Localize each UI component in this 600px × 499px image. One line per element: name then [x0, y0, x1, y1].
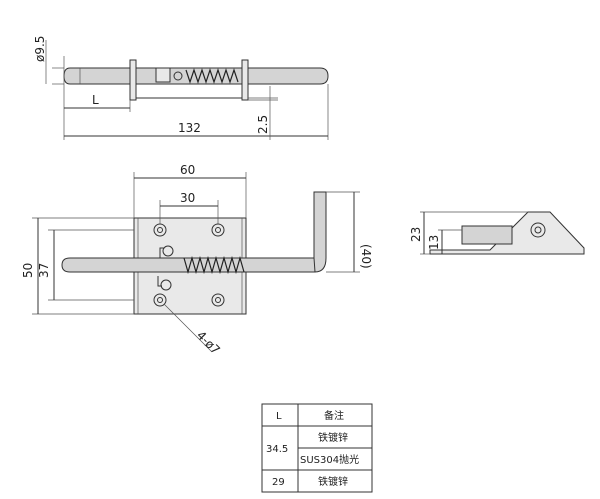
front-handle	[313, 191, 327, 273]
front-spring	[183, 255, 245, 275]
spec-table: L 备注 34.5 铁镀锌 SUS304抛光 29 铁镀锌	[261, 403, 373, 493]
table-row-note: SUS304抛光	[300, 453, 359, 466]
hole-span-label: 30	[180, 191, 195, 205]
top-view: ø9.5 L 132 2.5	[33, 36, 329, 140]
handle-height-label: (40)	[359, 244, 373, 269]
hole-leader	[163, 303, 213, 353]
table-header-l: L	[276, 411, 282, 422]
front-rod	[61, 257, 316, 273]
dia-label: ø9.5	[33, 36, 47, 62]
mount-hole	[153, 293, 167, 307]
top-knob	[155, 67, 171, 83]
plate-width-label: 60	[180, 163, 195, 177]
mount-hole	[211, 293, 225, 307]
plate-height-label: 50	[21, 263, 35, 278]
front-knob	[162, 245, 174, 257]
table-row-l: 34.5	[266, 444, 288, 455]
offset-label: 2.5	[256, 115, 270, 134]
top-bracket	[129, 59, 137, 101]
top-spring	[185, 68, 239, 84]
length-label: L	[92, 93, 99, 107]
table-row-note: 铁镀锌	[318, 431, 348, 444]
side-inner-label: 13	[427, 235, 441, 250]
side-rod	[461, 225, 513, 245]
table-row-note: 铁镀锌	[318, 475, 348, 488]
table-row-l: 29	[272, 477, 285, 488]
hole-dia-label: 4-ø7	[194, 328, 223, 357]
side-height-label: 23	[409, 227, 423, 242]
side-hole	[530, 222, 546, 238]
side-view: 23 13	[409, 211, 585, 255]
total-length-label: 132	[178, 121, 201, 135]
table-header-notes: 备注	[324, 409, 344, 422]
hole-height-label: 37	[37, 263, 51, 278]
front-view: 60 30 50 37 (40) 4-ø7	[21, 163, 373, 357]
